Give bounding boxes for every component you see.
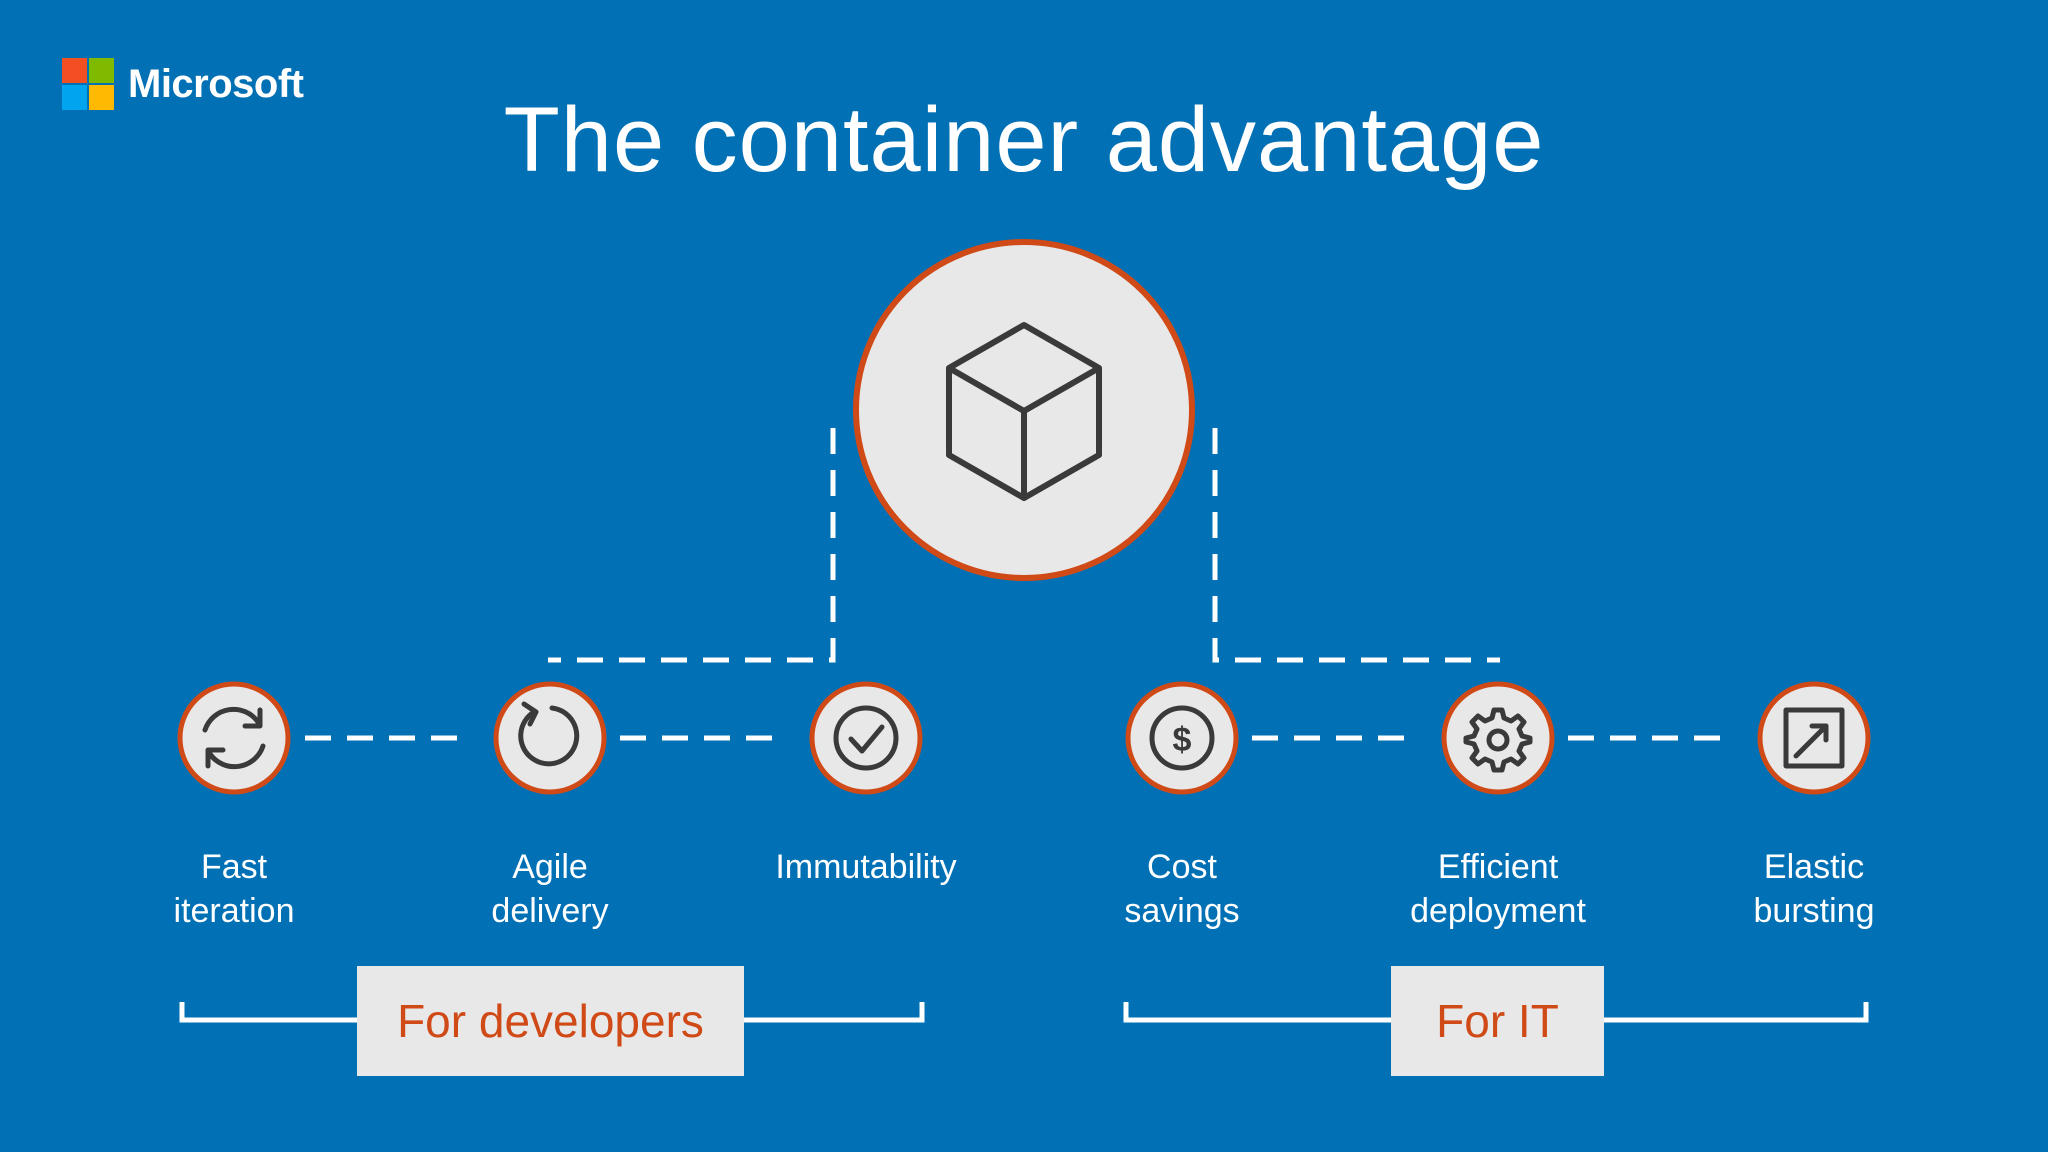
label-line: Elastic — [1763, 848, 1865, 886]
checkmark-icon — [833, 705, 899, 771]
label-cost-savings: Cost savings — [1032, 845, 1332, 933]
label-line: delivery — [491, 892, 609, 930]
svg-text:$: $ — [1173, 721, 1192, 759]
expand-arrow-icon — [1783, 707, 1845, 769]
brand-name: Microsoft — [128, 62, 304, 106]
label-line: Immutability — [775, 848, 957, 886]
label-line: Agile — [512, 848, 588, 886]
group-developers: For developers — [357, 966, 744, 1076]
benefit-node-immutability — [809, 681, 923, 795]
benefit-node-fast-iteration — [177, 681, 291, 795]
connector-developers — [548, 428, 836, 663]
connector-it — [1212, 428, 1500, 663]
label-line: savings — [1124, 892, 1240, 930]
label-line: deployment — [1410, 892, 1586, 930]
label-fast-iteration: Fast iteration — [84, 845, 384, 933]
dollar-icon: $ — [1149, 705, 1215, 771]
label-efficient-deployment: Efficient deployment — [1348, 845, 1648, 933]
label-line: Cost — [1147, 848, 1217, 886]
benefit-node-elastic-bursting — [1757, 681, 1871, 795]
benefit-node-efficient-deployment — [1441, 681, 1555, 795]
label-line: Efficient — [1437, 848, 1559, 886]
benefit-node-agile-delivery — [493, 681, 607, 795]
dashed-connectors — [305, 428, 1734, 741]
center-node — [853, 239, 1195, 581]
label-line: iteration — [173, 892, 295, 930]
label-line: bursting — [1753, 892, 1875, 930]
benefit-node-cost-savings: $ — [1125, 681, 1239, 795]
label-agile-delivery: Agile delivery — [400, 845, 700, 933]
label-line: Fast — [200, 848, 268, 886]
sync-arrows-icon — [202, 706, 266, 770]
cube-icon — [946, 322, 1102, 501]
gear-icon — [1463, 707, 1533, 773]
label-immutability: Immutability — [716, 845, 1016, 889]
microsoft-logo: Microsoft — [62, 58, 322, 114]
label-elastic-bursting: Elastic bursting — [1664, 845, 1964, 933]
group-it: For IT — [1391, 966, 1604, 1076]
refresh-icon — [518, 701, 580, 767]
page-title: The container advantage — [503, 89, 1545, 191]
windows-logo-icon — [62, 58, 114, 110]
